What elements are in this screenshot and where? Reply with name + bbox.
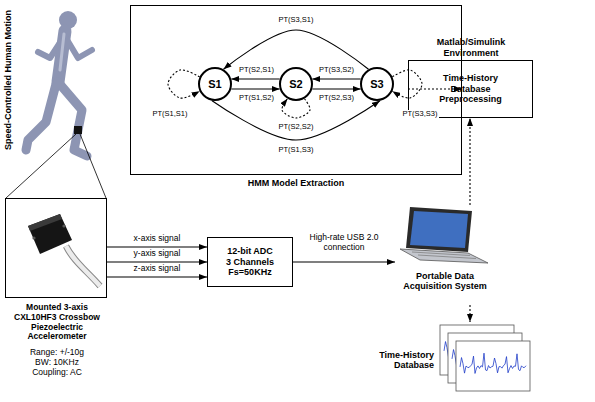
device-node: Portable Data Acquisition System bbox=[395, 205, 495, 305]
device-node: Time-History Database bbox=[350, 322, 535, 398]
node-text: Time-History Database Preprocessing bbox=[435, 73, 507, 104]
laptop-screen bbox=[410, 211, 468, 248]
dotted-arrow bbox=[168, 70, 200, 98]
edge-label: y-axis signal bbox=[133, 249, 182, 259]
arrow-connector bbox=[231, 78, 280, 79]
leader-line bbox=[6, 134, 76, 198]
runner-highlight bbox=[60, 34, 64, 70]
sensor-screw bbox=[62, 224, 65, 227]
signal-trace bbox=[460, 353, 526, 373]
edge-label: PT(S3,S2) bbox=[318, 66, 355, 75]
arrow-connector bbox=[107, 276, 207, 277]
edge-label: PT(S1,S2) bbox=[238, 94, 275, 103]
node-text: S3 bbox=[370, 78, 383, 91]
edge-label: PT(S3,S1) bbox=[277, 16, 314, 25]
arrow-connector bbox=[231, 88, 280, 89]
laptop-picture bbox=[400, 207, 488, 263]
sensor-face bbox=[28, 214, 62, 231]
node-text: 12-bit ADC 3 Channels Fs=50KHz bbox=[224, 246, 277, 277]
sensor-screw bbox=[32, 236, 35, 239]
mounted-sensor bbox=[74, 126, 82, 134]
arrow-connector bbox=[312, 78, 361, 79]
sensor-body bbox=[28, 214, 72, 254]
leader-line bbox=[80, 134, 106, 198]
node-text: S1 bbox=[208, 78, 221, 91]
arrow-connector bbox=[107, 246, 207, 247]
accelerometer-picture bbox=[28, 214, 100, 286]
node-text: Range: +/-10g BW: 10KHz Coupling: AC bbox=[25, 348, 89, 377]
edge-label: z-axis signal bbox=[133, 264, 182, 274]
text-wrapper: Speed-Controlled Human Motion bbox=[3, 5, 13, 155]
laptop-base bbox=[400, 249, 488, 263]
text-wrapper: Time-History Database bbox=[350, 350, 434, 371]
state-circle: S3 bbox=[360, 67, 394, 101]
runner-arm bbox=[66, 38, 92, 58]
sensor-cable bbox=[66, 246, 100, 286]
database-sheets bbox=[440, 325, 530, 391]
sheet-outline bbox=[456, 341, 530, 391]
runner-arm bbox=[38, 38, 63, 58]
sensor-cable bbox=[66, 246, 100, 286]
runner-figure bbox=[26, 11, 92, 156]
state-circle: S2 bbox=[279, 67, 313, 101]
edge-label: PT(S1,S3) bbox=[277, 146, 314, 155]
text-wrapper: Portable Data Acquisition System bbox=[395, 271, 495, 292]
dotted-arrow bbox=[469, 305, 470, 322]
text-wrapper: S1 bbox=[208, 78, 221, 91]
dotted-arrow bbox=[469, 118, 470, 205]
text-wrapper: 12-bit ADC 3 Channels Fs=50KHz bbox=[224, 246, 277, 277]
process-box: 12-bit ADC 3 Channels Fs=50KHz bbox=[207, 237, 293, 287]
node-text: Time-History Database bbox=[350, 350, 434, 371]
text-wrapper: Mounted 3-axis CXL10HF3 Crossbow Piezoel… bbox=[12, 303, 102, 342]
text-wrapper: Matlab/Simulink Environment bbox=[416, 37, 526, 58]
text-wrapper: S2 bbox=[289, 78, 302, 91]
text-wrapper: HMM Model Extraction bbox=[131, 178, 461, 188]
process-box: Mounted 3-axis CXL10HF3 Crossbow Piezoel… bbox=[5, 198, 107, 298]
edge-label: PT(S2,S2) bbox=[277, 123, 314, 132]
node-text: S2 bbox=[289, 78, 302, 91]
node-text: Portable Data Acquisition System bbox=[395, 271, 495, 292]
laptop-keys bbox=[412, 252, 476, 259]
runner-leg bbox=[26, 84, 56, 150]
edge-label: PT(S2,S3) bbox=[318, 94, 355, 103]
edge-label: PT(S2,S1) bbox=[238, 66, 275, 75]
edge-label: PT(S3,S3) bbox=[401, 110, 438, 119]
node-text: HMM Model Extraction bbox=[131, 178, 461, 188]
edge-label: PT(S1,S1) bbox=[151, 110, 188, 119]
text-wrapper: S3 bbox=[370, 78, 383, 91]
arrow-connector bbox=[107, 261, 207, 262]
arrow-connector bbox=[224, 30, 369, 69]
dotted-arrow bbox=[282, 99, 310, 118]
text-wrapper: Range: +/-10g BW: 10KHz Coupling: AC bbox=[25, 348, 89, 377]
arrow-connector bbox=[293, 261, 395, 262]
state-circle: S1 bbox=[198, 67, 232, 101]
node-text: Mounted 3-axis CXL10HF3 Crossbow Piezoel… bbox=[12, 303, 102, 342]
laptop-lid bbox=[406, 207, 472, 252]
side-label: Speed-Controlled Human Motion bbox=[3, 5, 13, 155]
database-sheet bbox=[456, 341, 530, 391]
text-wrapper: Time-History Database Preprocessing bbox=[435, 73, 507, 104]
runner-leg bbox=[58, 82, 87, 156]
edge-label: High-rate USB 2.0 connection bbox=[301, 233, 387, 253]
arrow-connector bbox=[212, 101, 380, 140]
arrow-connector bbox=[312, 88, 361, 89]
node-text: Matlab/Simulink Environment bbox=[416, 37, 526, 58]
edge-label: x-axis signal bbox=[133, 234, 182, 244]
